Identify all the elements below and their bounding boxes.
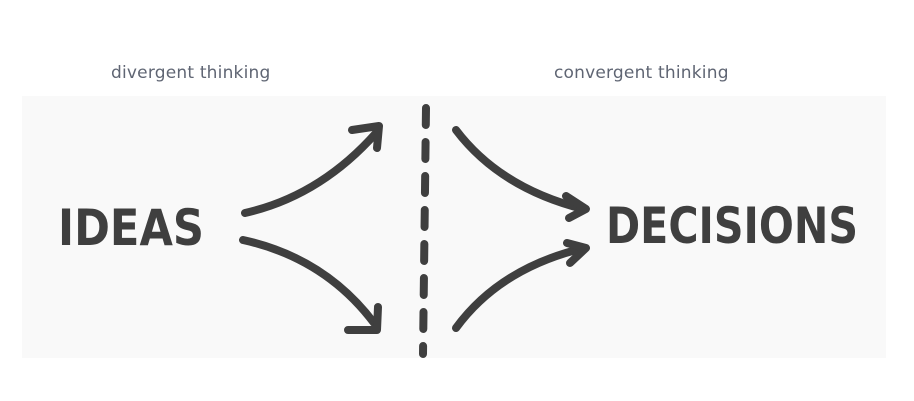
divergent-thinking-caption: divergent thinking [111,63,271,83]
diverge-up-arrow-shaft [241,129,380,217]
diagram-panel [22,96,886,358]
converge-down-arrow-shaft [452,126,587,213]
converge-up-arrow [452,239,590,332]
ideas-word: IDEAS [58,199,204,257]
dashed-divider-line [419,104,430,358]
diverge-up-arrow [241,122,383,217]
converge-down-arrow [452,126,590,222]
diverge-down-arrowhead [344,303,382,334]
converge-up-arrow-shaft [452,244,588,332]
diverge-up-arrowhead [348,122,383,152]
diverge-down-arrow [239,236,382,334]
converge-down-arrowhead [562,192,590,222]
decisions-word: DECISIONS [606,197,858,255]
diverge-down-arrow-shaft [239,236,378,327]
convergent-thinking-caption: convergent thinking [554,63,729,83]
converge-up-arrowhead [563,239,590,267]
